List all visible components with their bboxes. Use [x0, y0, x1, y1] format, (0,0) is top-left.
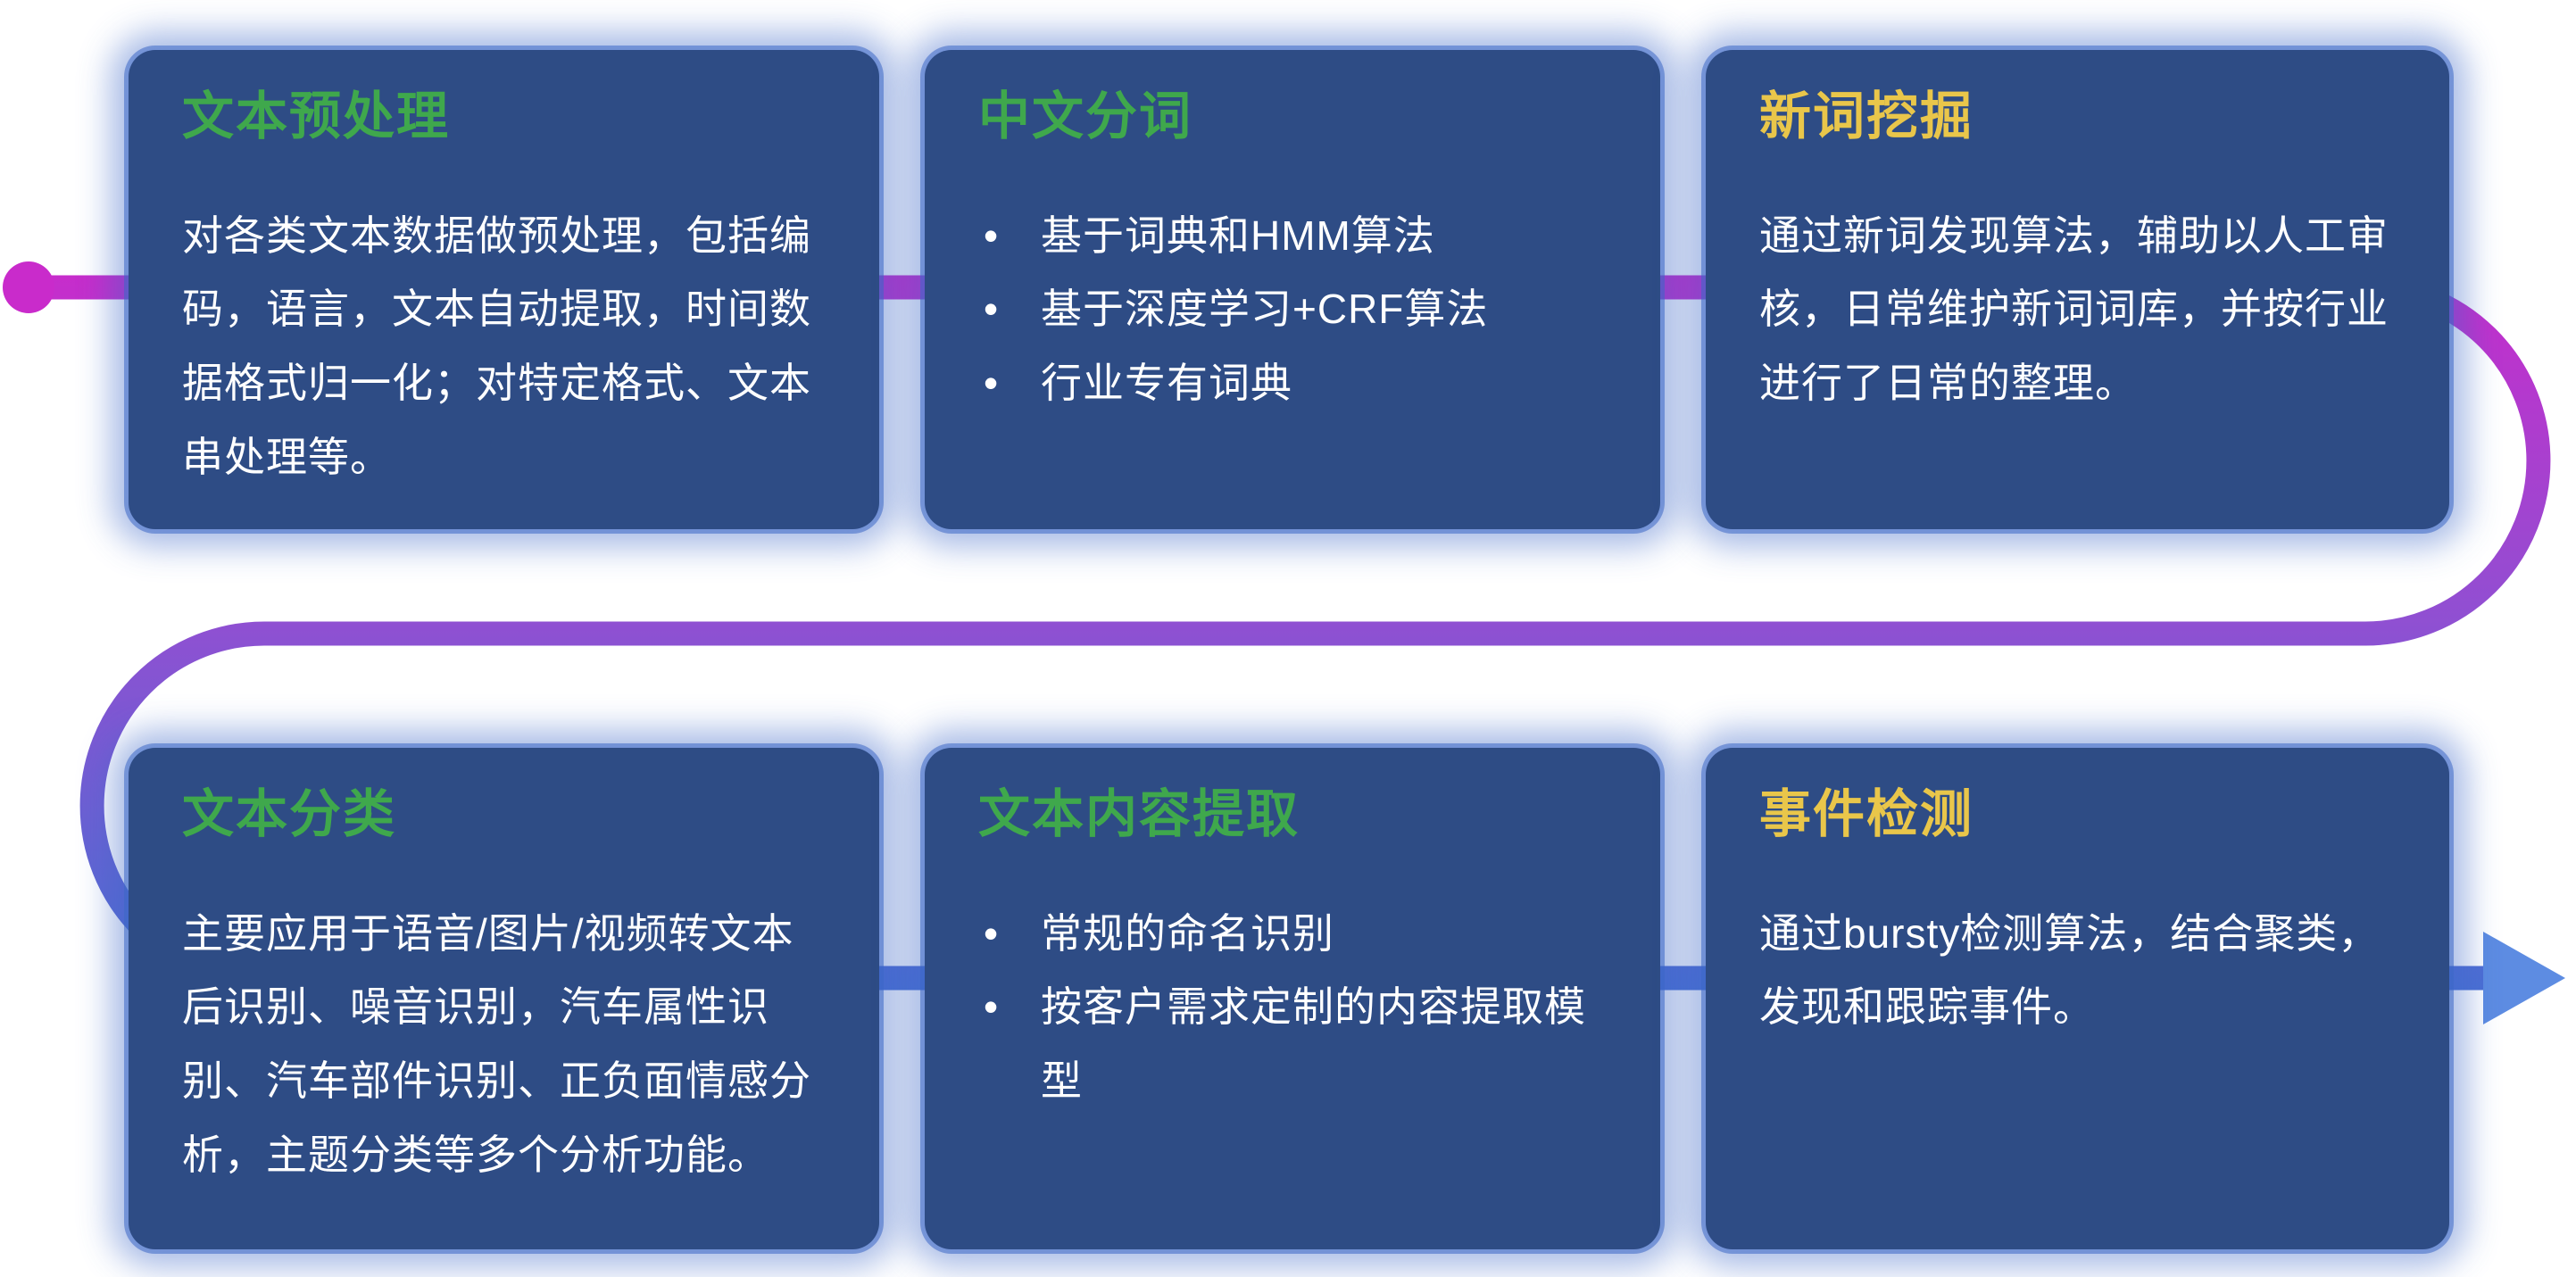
card-event-detection: 事件检测 通过bursty检测算法，结合聚类，发现和跟踪事件。: [1706, 748, 2449, 1249]
card-text-content-extraction: 文本内容提取 常规的命名识别按客户需求定制的内容提取模型: [925, 748, 1660, 1249]
card-title: 中文分词: [978, 87, 1193, 145]
flow-arrow-icon: [2483, 932, 2565, 1024]
card-title: 文本预处理: [182, 87, 451, 145]
bullet-item: 基于深度学习+CRF算法: [978, 272, 1607, 346]
card-text-classification: 文本分类 主要应用于语音/图片/视频转文本后识别、噪音识别，汽车属性识别、汽车部…: [129, 748, 879, 1249]
card-text-preprocessing: 文本预处理 对各类文本数据做预处理，包括编码，语言，文本自动提取，时间数据格式归…: [129, 50, 879, 529]
bullet-item: 常规的命名识别: [978, 897, 1607, 971]
bullet-item: 基于词典和HMM算法: [978, 199, 1607, 273]
card-body: 通过bursty检测算法，结合聚类，发现和跟踪事件。: [1759, 909, 2381, 1031]
card-body: 对各类文本数据做预处理，包括编码，语言，文本自动提取，时间数据格式归一化；对特定…: [182, 211, 811, 481]
card-title: 事件检测: [1759, 785, 1974, 843]
card-new-word-mining: 新词挖掘 通过新词发现算法，辅助以人工审核，日常维护新词词库，并按行业进行了日常…: [1706, 50, 2449, 529]
card-bullet-list: 常规的命名识别按客户需求定制的内容提取模型: [978, 897, 1607, 1118]
bullet-item: 按客户需求定制的内容提取模型: [978, 970, 1607, 1118]
card-title: 新词挖掘: [1759, 87, 1974, 145]
flow-start-dot: [3, 261, 54, 313]
card-title: 文本分类: [182, 785, 397, 843]
card-body: 通过新词发现算法，辅助以人工审核，日常维护新词词库，并按行业进行了日常的整理。: [1759, 211, 2389, 407]
bullet-item: 行业专有词典: [978, 346, 1607, 420]
card-title: 文本内容提取: [978, 785, 1300, 843]
card-chinese-word-segmentation: 中文分词 基于词典和HMM算法基于深度学习+CRF算法行业专有词典: [925, 50, 1660, 529]
flow-path: [27, 275, 2551, 991]
card-bullet-list: 基于词典和HMM算法基于深度学习+CRF算法行业专有词典: [978, 199, 1607, 420]
card-body: 主要应用于语音/图片/视频转文本后识别、噪音识别，汽车属性识别、汽车部件识别、正…: [182, 909, 811, 1179]
